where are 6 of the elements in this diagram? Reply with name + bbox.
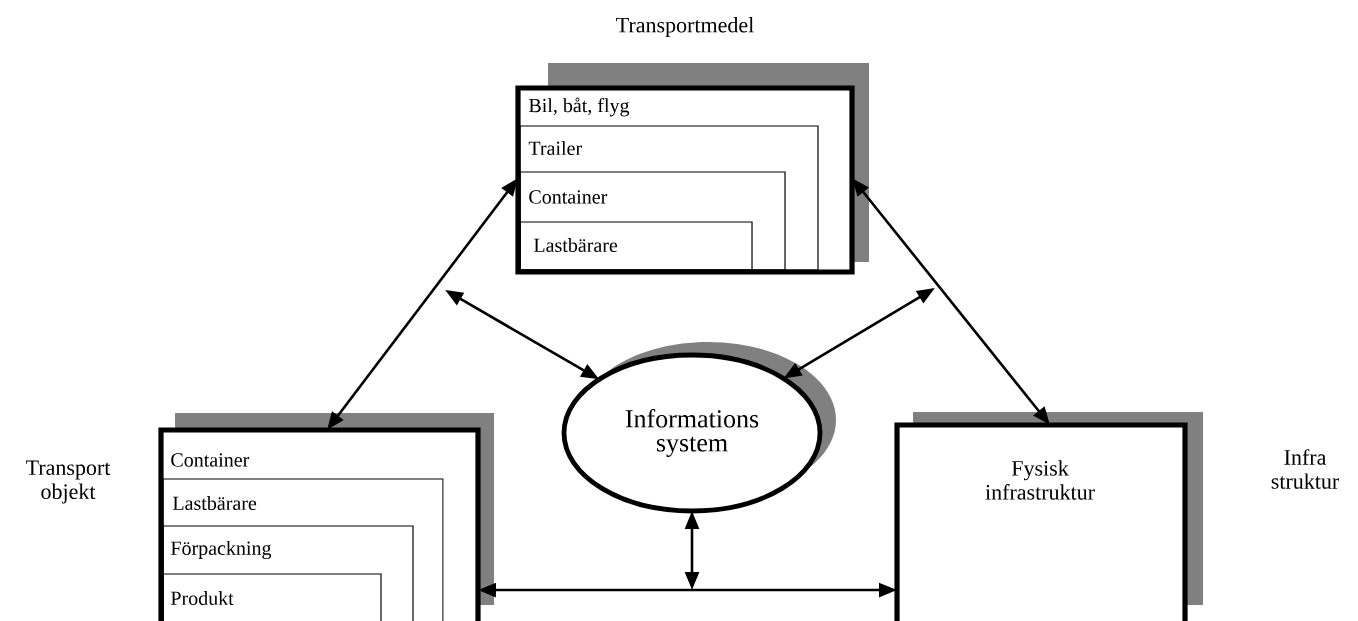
side-label: Infra struktur xyxy=(1271,449,1340,489)
frame-box: Fysisk infrastruktur xyxy=(894,422,1188,621)
nested-box: Lastbärare xyxy=(519,221,753,271)
nested-box: Produkt xyxy=(162,573,382,621)
node-label: Transportmedel xyxy=(616,17,754,37)
side-label: Transport objekt xyxy=(26,460,111,504)
